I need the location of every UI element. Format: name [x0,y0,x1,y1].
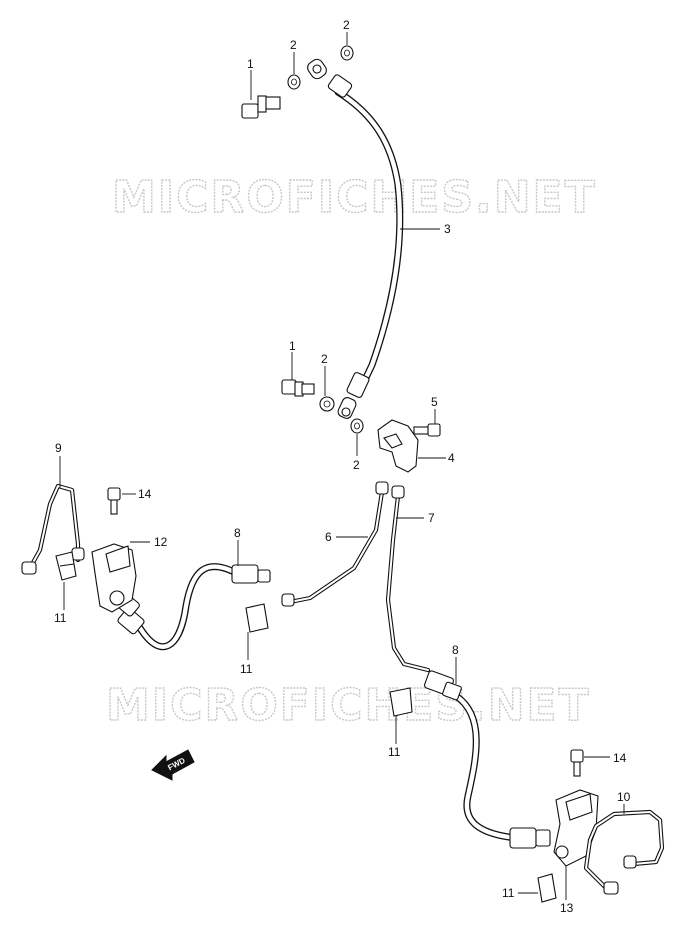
fwd-arrow-icon: FWD [151,749,195,781]
callout-9: 9 [55,441,62,455]
callout-labels: 1 2 2 3 1 2 2 5 4 9 14 12 8 6 7 11 11 8 … [54,18,631,915]
right-bracket [553,789,599,867]
callout-6: 6 [325,530,332,544]
callout-4: 4 [448,451,455,465]
brake-pipe-7 [385,485,431,673]
upper-brake-hose [307,58,404,419]
bracket-bolt [413,423,441,437]
banjo-bolt-middle [281,379,315,397]
callout-11: 11 [54,611,67,625]
right-bracket-bolt [570,749,584,777]
callout-1: 1 [289,339,296,353]
callout-11: 11 [388,745,401,759]
callout-12: 12 [154,535,168,549]
watermark-top: MICROFICHES.NET [112,172,597,223]
callout-14: 14 [138,487,152,501]
callout-11: 11 [240,662,253,676]
brake-pipe-10 [583,809,665,895]
hose-bracket [377,419,419,473]
callout-13: 13 [560,901,574,915]
banjo-bolt-top [241,95,281,119]
left-bracket [91,543,137,613]
left-bracket-bolt [107,487,121,515]
watermark-bottom: MICROFICHES.NET [106,680,591,731]
callout-3: 3 [444,222,451,236]
callout-7: 7 [428,511,435,525]
clip-bottom [537,873,557,903]
right-lower-hose [424,670,551,849]
callout-2: 2 [343,18,350,32]
brake-pipe-6 [287,481,389,605]
callout-2: 2 [321,352,328,366]
callout-2: 2 [290,38,297,52]
callout-10: 10 [617,790,631,804]
callout-2: 2 [353,458,360,472]
clip-center-left [245,603,269,633]
callout-5: 5 [431,395,438,409]
callout-8: 8 [452,643,459,657]
clip-center-right [389,687,413,717]
left-lower-hose [114,563,295,651]
callout-14: 14 [613,751,627,765]
brake-pipe-9 [21,483,85,575]
callout-11: 11 [502,886,515,900]
callout-1: 1 [247,57,254,71]
callout-8: 8 [234,526,241,540]
clip-left [55,551,77,581]
leader-lines [59,32,625,900]
